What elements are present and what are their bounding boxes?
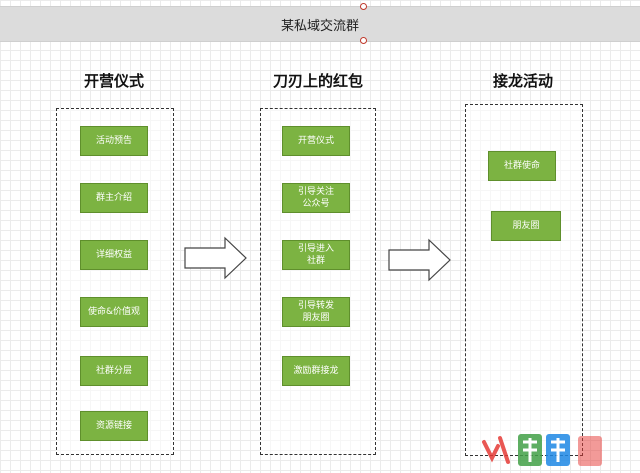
step-box[interactable]: 活动预告 bbox=[80, 126, 148, 156]
column-heading-red-packet: 刀刃上的红包 bbox=[272, 72, 363, 90]
step-box[interactable]: 资源链接 bbox=[80, 411, 148, 441]
watermark-logo-icon bbox=[482, 434, 602, 466]
selection-handle-bottom[interactable] bbox=[360, 37, 367, 44]
column-heading-opening: 开营仪式 bbox=[83, 72, 144, 90]
flow-arrow-right-icon bbox=[184, 236, 247, 280]
step-box[interactable]: 群主介绍 bbox=[80, 183, 148, 213]
diagram-title-bar: 某私域交流群 bbox=[0, 6, 640, 42]
diagram-title: 某私域交流群 bbox=[280, 18, 359, 34]
step-box[interactable]: 开营仪式 bbox=[282, 126, 350, 156]
step-box[interactable]: 引导关注 公众号 bbox=[282, 183, 350, 213]
column-heading-relay: 接龙活动 bbox=[492, 72, 553, 90]
step-box[interactable]: 激励群接龙 bbox=[282, 356, 350, 386]
step-box[interactable]: 使命&价值观 bbox=[80, 297, 148, 327]
step-box[interactable]: 社群使命 bbox=[488, 151, 556, 181]
step-box[interactable]: 引导转发 朋友圈 bbox=[282, 297, 350, 327]
step-box[interactable]: 引导进入 社群 bbox=[282, 240, 350, 270]
selection-handle-top[interactable] bbox=[360, 3, 367, 10]
step-box[interactable]: 朋友圈 bbox=[491, 211, 561, 241]
column-container-opening bbox=[56, 108, 174, 455]
step-box[interactable]: 详细权益 bbox=[80, 240, 148, 270]
column-container-red-packet bbox=[260, 108, 376, 455]
step-box[interactable]: 社群分层 bbox=[80, 356, 148, 386]
flow-arrow-right-icon bbox=[388, 238, 451, 282]
